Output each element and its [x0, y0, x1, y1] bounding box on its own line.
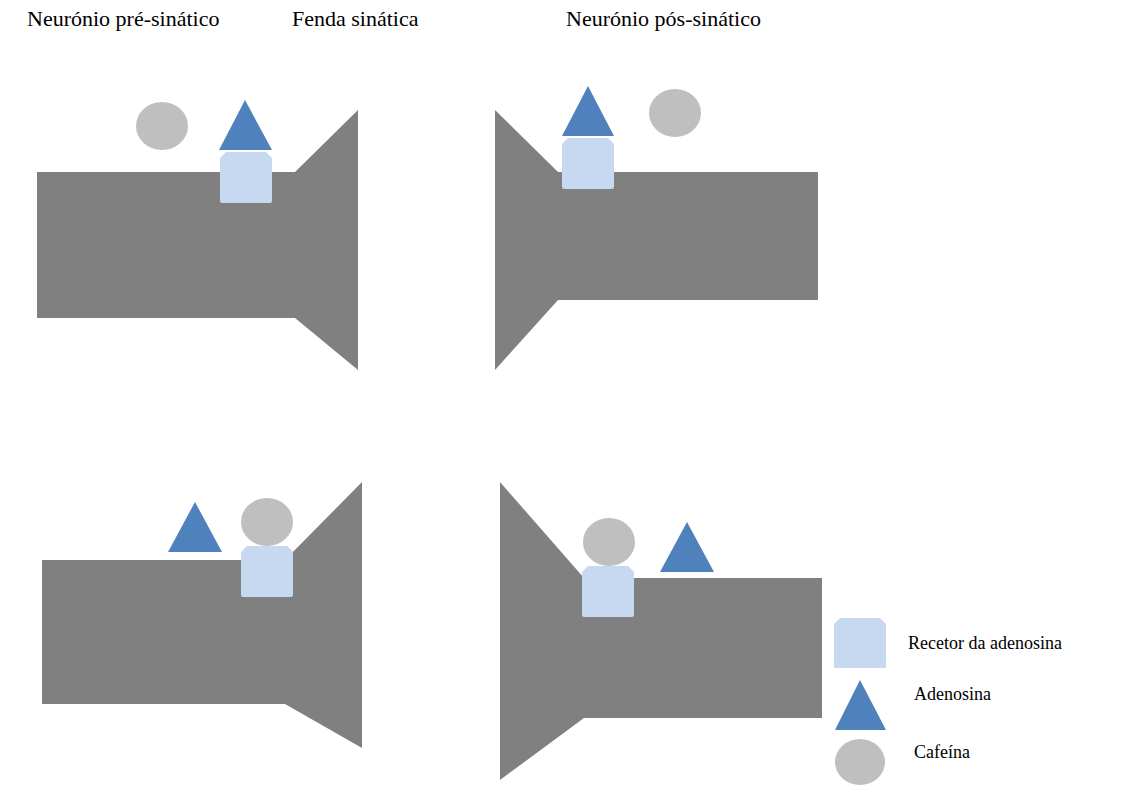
legend-label: Recetor da adenosina	[908, 632, 1062, 654]
presynaptic-neuron	[42, 482, 362, 748]
adenosine	[168, 502, 222, 552]
adenosine-receptor	[582, 566, 634, 617]
legend-swatch	[834, 618, 886, 668]
postsynaptic-neuron	[500, 482, 822, 780]
presynaptic-neuron	[37, 110, 358, 370]
legend-label: Adenosina	[914, 683, 991, 705]
caffeine	[583, 518, 635, 566]
adenosine	[660, 522, 714, 572]
legend-caffeine-sample	[835, 739, 885, 785]
column-heading: Fenda sinática	[292, 6, 418, 32]
legend-label: Cafeína	[914, 741, 970, 763]
adenosine-receptor	[220, 152, 272, 203]
column-heading: Neurónio pós-sinático	[566, 6, 761, 32]
adenosine-receptor	[562, 138, 614, 189]
caffeine	[241, 498, 293, 546]
caffeine	[649, 89, 701, 137]
legend-adenosine-sample	[835, 680, 886, 730]
adenosine	[562, 86, 614, 136]
postsynaptic-neuron	[495, 110, 818, 370]
column-heading: Neurónio pré-sinático	[27, 6, 219, 32]
adenosine-receptor	[241, 546, 293, 597]
caffeine	[136, 102, 188, 150]
adenosine	[219, 100, 272, 150]
